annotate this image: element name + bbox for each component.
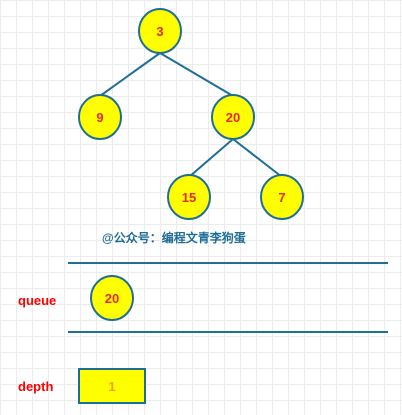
edge-20-7 [232, 138, 283, 178]
tree-node-15: 15 [167, 174, 211, 220]
tree-node-20-circle [211, 94, 255, 140]
tree-node-20: 20 [211, 94, 255, 140]
edge-3-20 [159, 52, 234, 97]
tree-edges [99, 52, 283, 178]
depth-value: 1 [108, 379, 115, 394]
depth-box [78, 368, 146, 404]
queue-item-label: 20 [105, 291, 119, 306]
tree-node-7-label: 7 [278, 190, 285, 205]
queue-item-circle [90, 275, 134, 321]
tree-node-7-circle [260, 174, 304, 220]
edge-20-15 [188, 138, 234, 178]
tree-node-3-label: 3 [156, 24, 163, 39]
tree-node-3: 3 [138, 8, 182, 54]
watermark-text: @公众号：编程文青李狗蛋 [102, 230, 246, 245]
tree-node-9: 9 [78, 94, 122, 140]
edge-3-9 [99, 52, 161, 97]
tree-node-15-circle [167, 174, 211, 220]
tree-node-9-circle [78, 94, 122, 140]
tree-node-7: 7 [260, 174, 304, 220]
queue-item: 20 [90, 275, 134, 321]
tree-node-20-label: 20 [226, 110, 240, 125]
queue-label: queue [18, 293, 56, 308]
depth-label: depth [18, 379, 53, 394]
tree-node-9-label: 9 [96, 110, 103, 125]
tree-node-15-label: 15 [182, 190, 196, 205]
tree-node-3-circle [138, 8, 182, 54]
